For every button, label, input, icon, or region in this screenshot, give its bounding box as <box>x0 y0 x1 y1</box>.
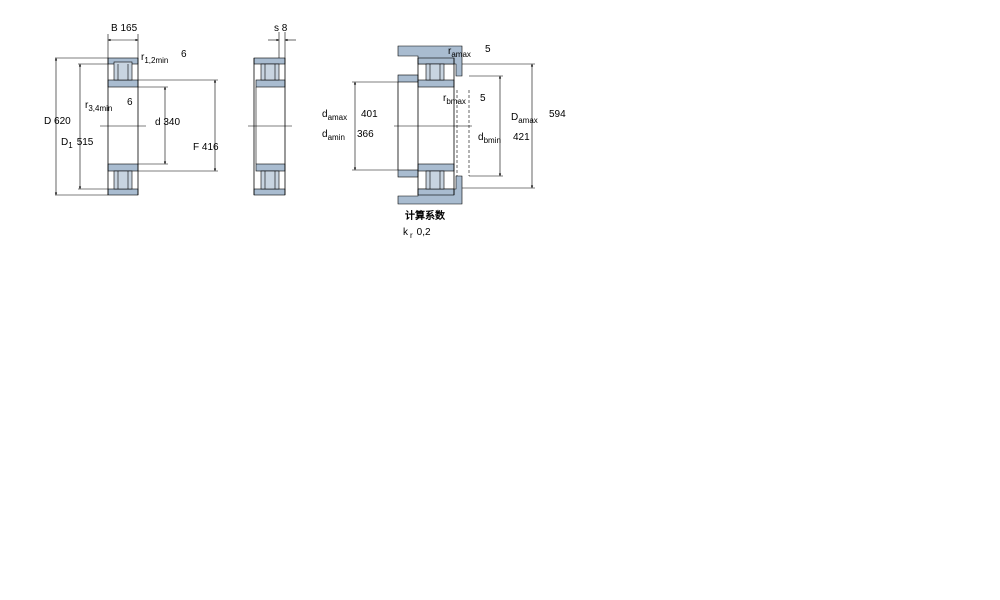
lower-ring-section <box>107 163 139 196</box>
r34-label: r3,4min <box>85 100 112 113</box>
r34-value: 6 <box>127 97 133 108</box>
shaft-shoulder-bottom <box>397 169 419 178</box>
da-max-value: 401 <box>361 109 378 120</box>
ra-label: ramax <box>448 46 471 59</box>
s-label: s 8 <box>274 23 288 34</box>
Da-max-value: 594 <box>549 109 566 120</box>
D-label: D 620 <box>44 116 71 127</box>
roller-top-2 <box>260 63 280 81</box>
rb-label: rbmax <box>443 93 466 106</box>
shaft-shoulder-top <box>397 74 419 83</box>
Da-max-label: Damax <box>511 112 538 125</box>
B-label: B 165 <box>111 23 138 34</box>
r12-label: r1,2min <box>141 52 168 65</box>
outer-ring-bottom-2 <box>253 188 286 196</box>
inner-ring-bottom <box>107 163 139 172</box>
inner-ring-top-3 <box>417 79 455 88</box>
roller-top <box>113 61 133 81</box>
da-min-value: 366 <box>357 129 374 140</box>
outer-ring-top-3 <box>417 57 455 65</box>
F-label: F 416 <box>193 142 219 153</box>
inner-ring-top-2 <box>255 79 286 88</box>
da-min-label: damin <box>322 129 345 142</box>
roller-top-3 <box>425 63 445 81</box>
d-label: d 340 <box>155 117 180 128</box>
rb-value: 5 <box>480 93 486 104</box>
inner-ring-bottom-2 <box>255 163 286 172</box>
outer-ring-bottom <box>107 188 139 196</box>
outer-ring-bottom-3 <box>417 188 455 196</box>
db-min-label: dbmin <box>478 132 501 145</box>
roller-bottom <box>113 170 133 190</box>
abutment-figure: ramax 5 rbmax 5 damax 401 damin 366 dbmi… <box>322 44 566 240</box>
inner-ring-bottom-3 <box>417 163 455 172</box>
roller-bottom-3 <box>425 170 445 190</box>
upper-ring-section <box>107 57 139 88</box>
ra-value: 5 <box>485 44 491 55</box>
calc-heading: 计算系数 <box>405 209 446 222</box>
axial-displacement-figure: s 8 <box>248 23 296 196</box>
da-max-label: damax <box>322 109 347 122</box>
roller-bottom-2 <box>260 170 280 190</box>
inner-ring-top <box>107 79 139 88</box>
outer-ring-top-2 <box>253 57 286 65</box>
r12-value: 6 <box>181 49 187 60</box>
db-min-value: 421 <box>513 132 530 143</box>
